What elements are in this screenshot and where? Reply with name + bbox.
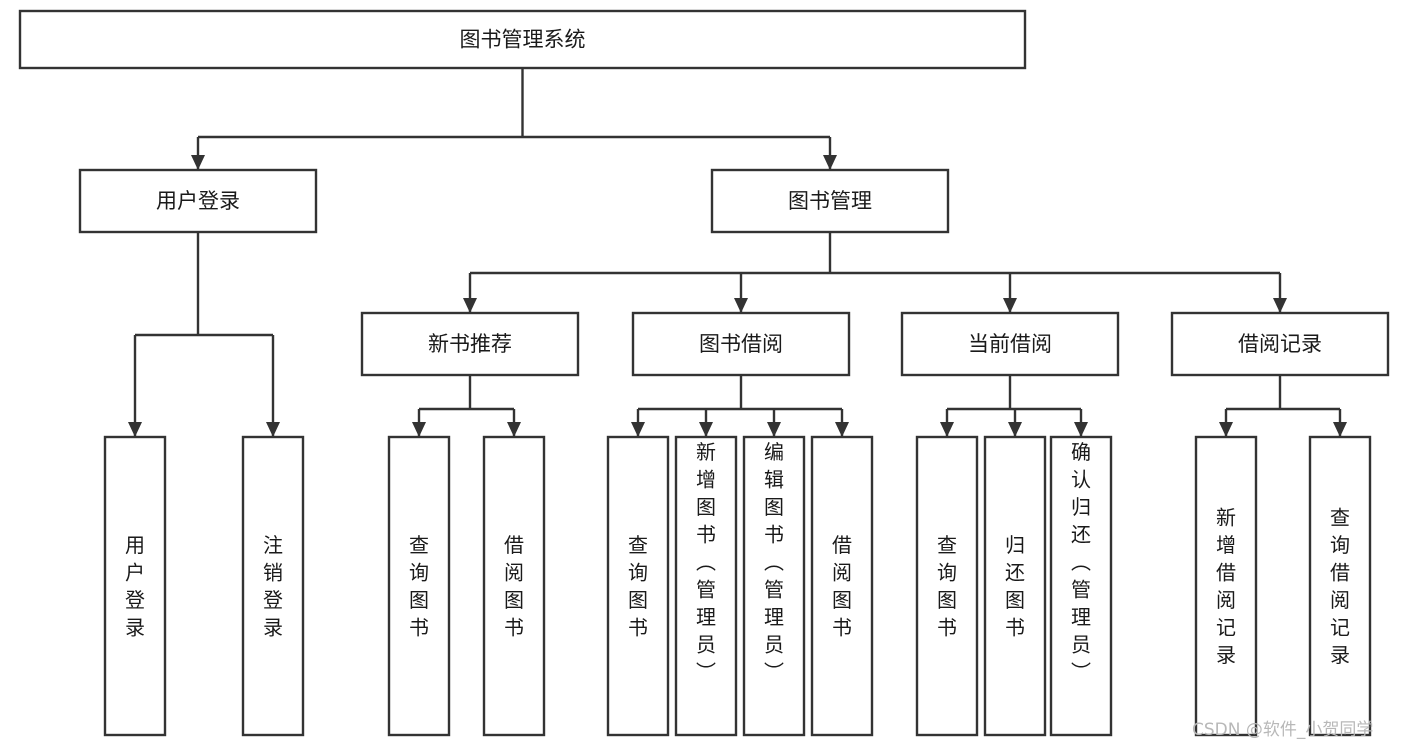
node-label: 图书借阅 xyxy=(699,332,783,356)
node-label: 用户登录 xyxy=(125,533,145,640)
node-用户登录[interactable]: 用户登录 xyxy=(78,168,318,234)
arrow-head-icon xyxy=(823,155,837,170)
node-label: 用户登录 xyxy=(156,189,240,213)
node-box xyxy=(103,435,167,737)
node-box xyxy=(1308,435,1372,737)
node-layer: 图书管理系统用户登录用户登录注销登录图书管理新书推荐查询图书借阅图书图书借阅查询… xyxy=(18,9,1390,737)
node-label: 新增借阅记录 xyxy=(1216,506,1236,668)
node-借阅图书[interactable]: 借阅图书 xyxy=(482,435,546,737)
node-box xyxy=(387,435,451,737)
node-查询图书[interactable]: 查询图书 xyxy=(915,435,979,737)
node-box xyxy=(606,435,670,737)
arrow-head-icon xyxy=(507,422,521,437)
connector-layer xyxy=(128,68,1347,437)
node-label: 借阅记录 xyxy=(1238,332,1322,356)
arrow-head-icon xyxy=(1074,422,1088,437)
node-新增借阅记录[interactable]: 新增借阅记录 xyxy=(1194,435,1258,737)
csdn-watermark: CSDN @软件_小贺同学 xyxy=(1192,720,1374,740)
node-label: 图书管理 xyxy=(788,189,872,213)
node-借阅图书[interactable]: 借阅图书 xyxy=(810,435,874,737)
node-label: 借阅图书 xyxy=(832,533,852,640)
node-用户登录[interactable]: 用户登录 xyxy=(103,435,167,737)
node-确认归还管理员[interactable]: 确认归还︵管理员︶ xyxy=(1049,435,1113,737)
node-label: 查询图书 xyxy=(409,533,429,640)
node-box xyxy=(18,9,1027,70)
node-label: 图书管理系统 xyxy=(460,28,586,52)
node-box xyxy=(241,435,305,737)
arrow-head-icon xyxy=(128,422,142,437)
node-box xyxy=(78,168,318,234)
node-box xyxy=(900,311,1120,377)
node-图书借阅[interactable]: 图书借阅 xyxy=(631,311,851,377)
arrow-head-icon xyxy=(266,422,280,437)
node-label: 查询图书 xyxy=(628,533,648,640)
arrow-head-icon xyxy=(1008,422,1022,437)
node-label: 注销登录 xyxy=(263,533,283,640)
node-box xyxy=(360,311,580,377)
node-注销登录[interactable]: 注销登录 xyxy=(241,435,305,737)
arrow-head-icon xyxy=(1273,298,1287,313)
node-box xyxy=(983,435,1047,737)
arrow-head-icon xyxy=(1219,422,1233,437)
arrow-head-icon xyxy=(940,422,954,437)
node-查询图书[interactable]: 查询图书 xyxy=(606,435,670,737)
node-label: 新书推荐 xyxy=(428,332,512,356)
node-归还图书[interactable]: 归还图书 xyxy=(983,435,1047,737)
arrow-head-icon xyxy=(835,422,849,437)
node-box xyxy=(742,435,806,737)
node-label: 借阅图书 xyxy=(504,533,524,640)
arrow-head-icon xyxy=(1333,422,1347,437)
arrow-head-icon xyxy=(631,422,645,437)
node-box xyxy=(1194,435,1258,737)
arrow-head-icon xyxy=(463,298,477,313)
node-新增图书管理员[interactable]: 新增图书︵管理员︶ xyxy=(674,435,738,737)
node-借阅记录[interactable]: 借阅记录 xyxy=(1170,311,1390,377)
node-box xyxy=(1049,435,1113,737)
arrow-head-icon xyxy=(699,422,713,437)
node-图书管理系统[interactable]: 图书管理系统 xyxy=(18,9,1027,70)
node-box xyxy=(674,435,738,737)
node-图书管理[interactable]: 图书管理 xyxy=(710,168,950,234)
node-label: 编辑图书︵管理员︶ xyxy=(764,440,784,684)
arrow-head-icon xyxy=(734,298,748,313)
node-label: 查询图书 xyxy=(937,533,957,640)
node-label: 当前借阅 xyxy=(968,332,1052,356)
node-查询图书[interactable]: 查询图书 xyxy=(387,435,451,737)
node-label: 归还图书 xyxy=(1005,533,1025,640)
node-box xyxy=(915,435,979,737)
node-box xyxy=(710,168,950,234)
node-label: 确认归还︵管理员︶ xyxy=(1071,440,1091,684)
node-box xyxy=(482,435,546,737)
node-当前借阅[interactable]: 当前借阅 xyxy=(900,311,1120,377)
node-新书推荐[interactable]: 新书推荐 xyxy=(360,311,580,377)
node-box xyxy=(810,435,874,737)
node-编辑图书管理员[interactable]: 编辑图书︵管理员︶ xyxy=(742,435,806,737)
arrow-head-icon xyxy=(767,422,781,437)
node-box xyxy=(1170,311,1390,377)
node-box xyxy=(631,311,851,377)
arrow-head-icon xyxy=(1003,298,1017,313)
node-label: 查询借阅记录 xyxy=(1330,506,1350,668)
arrow-head-icon xyxy=(412,422,426,437)
arrow-head-icon xyxy=(191,155,205,170)
node-查询借阅记录[interactable]: 查询借阅记录 xyxy=(1308,435,1372,737)
node-label: 新增图书︵管理员︶ xyxy=(696,440,716,684)
